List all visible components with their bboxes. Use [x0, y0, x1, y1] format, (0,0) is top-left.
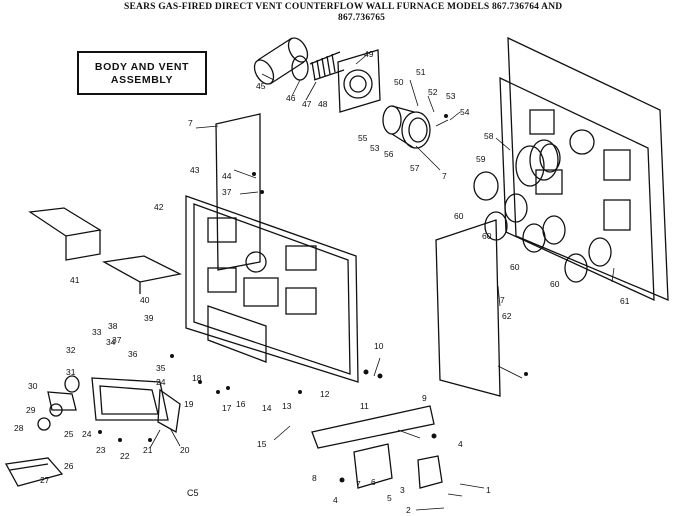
part-label-49: 49: [364, 49, 374, 59]
part-label-5: 5: [387, 493, 392, 503]
part-label-15: 15: [257, 439, 267, 449]
part-label-48: 48: [318, 99, 328, 109]
part-label-8: 8: [312, 473, 317, 483]
assembly-title-box: BODY AND VENT ASSEMBLY: [77, 51, 207, 95]
part-label-60d: 60: [550, 279, 560, 289]
part-label-24b: 24: [156, 377, 166, 387]
assembly-title-line-2: ASSEMBLY: [110, 74, 174, 86]
rear-panel: [499, 36, 669, 302]
part-label-23: 23: [96, 445, 106, 455]
gasket-sheet-43: [215, 113, 261, 271]
collar-58: [515, 139, 561, 187]
part-label-44: 44: [222, 171, 232, 181]
part-label-30: 30: [28, 381, 38, 391]
bottom-burner-bracket: [311, 405, 443, 489]
part-label-51: 51: [416, 67, 426, 77]
diagram-title-model-suffix: 867.736765: [338, 13, 386, 23]
part-label-62: 62: [502, 311, 512, 321]
part-label-12: 12: [320, 389, 330, 399]
part-label-32: 32: [66, 345, 76, 355]
part-label-39: 39: [144, 313, 154, 323]
part-label-3: 3: [400, 485, 405, 495]
part-label-60b: 60: [482, 231, 492, 241]
vent-pipe-45: [253, 37, 309, 85]
part-label-7c: 7: [500, 295, 505, 305]
part-label-21: 21: [143, 445, 153, 455]
bracket-40: [102, 255, 182, 294]
part-label-20: 20: [180, 445, 190, 455]
part-label-19: 19: [184, 399, 194, 409]
part-label-7b: 7: [442, 171, 447, 181]
part-label-16: 16: [236, 399, 246, 409]
part-label-60a: 60: [454, 211, 464, 221]
part-label-24a: 24: [82, 429, 92, 439]
part-label-13: 13: [282, 401, 292, 411]
assembly-title-line-1: BODY AND VENT: [94, 61, 190, 73]
front-body-42: [185, 195, 359, 383]
part-label-53b: 53: [370, 143, 380, 153]
part-label-54: 54: [460, 107, 470, 117]
part-label-6: 6: [371, 477, 376, 487]
part-label-58: 58: [484, 131, 494, 141]
plate-27: [4, 457, 64, 487]
terminal-assembly-50: [382, 105, 431, 149]
part-label-34: 34: [106, 337, 116, 347]
page-code: C5: [187, 488, 199, 498]
part-label-11: 11: [360, 401, 369, 411]
part-label-57: 57: [410, 163, 420, 173]
part-label-31: 31: [66, 367, 76, 377]
part-label-45: 45: [256, 81, 266, 91]
gasket-20: [157, 388, 181, 434]
part-label-25: 25: [64, 429, 74, 439]
part-label-22: 22: [120, 451, 130, 461]
part-label-4b: 4: [333, 495, 338, 505]
part-label-7d: 7: [356, 479, 361, 489]
part-label-14: 14: [262, 403, 272, 413]
knob-cluster: [37, 375, 80, 431]
part-label-52: 52: [428, 87, 438, 97]
part-label-1: 1: [486, 485, 491, 495]
part-label-55: 55: [358, 133, 368, 143]
part-label-7a: 7: [188, 118, 193, 128]
part-label-37a: 37: [112, 335, 122, 345]
part-label-61: 61: [620, 296, 630, 306]
part-label-53a: 53: [446, 91, 456, 101]
part-label-40: 40: [140, 295, 150, 305]
gasket-sheet-62: [435, 219, 501, 397]
part-label-50: 50: [394, 77, 404, 87]
part-label-27: 27: [40, 475, 50, 485]
part-label-35: 35: [156, 363, 166, 373]
part-label-10: 10: [374, 341, 384, 351]
gasket-59: [473, 171, 499, 201]
part-label-46: 46: [286, 93, 296, 103]
part-label-33: 33: [92, 327, 102, 337]
part-label-59: 59: [476, 154, 486, 164]
part-label-56: 56: [384, 149, 394, 159]
part-label-18: 18: [192, 373, 202, 383]
part-label-36: 36: [128, 349, 138, 359]
part-label-29: 29: [26, 405, 36, 415]
part-label-28: 28: [14, 423, 24, 433]
bracket-41: [28, 207, 102, 261]
part-label-37b: 37: [222, 187, 232, 197]
part-label-38: 38: [108, 321, 118, 331]
vent-plate-49: [337, 49, 381, 113]
part-label-47: 47: [302, 99, 312, 109]
part-label-26: 26: [64, 461, 74, 471]
part-label-17: 17: [222, 403, 232, 413]
part-label-43: 43: [190, 165, 200, 175]
part-label-60c: 60: [510, 262, 520, 272]
gaskets-60: [484, 193, 612, 283]
part-label-9: 9: [422, 393, 427, 403]
part-label-2: 2: [406, 505, 411, 515]
part-label-4: 4: [458, 439, 463, 449]
part-label-42: 42: [154, 202, 164, 212]
diagram-title: SEARS GAS-FIRED DIRECT VENT COUNTERFLOW …: [124, 2, 563, 12]
part-label-41: 41: [70, 275, 80, 285]
